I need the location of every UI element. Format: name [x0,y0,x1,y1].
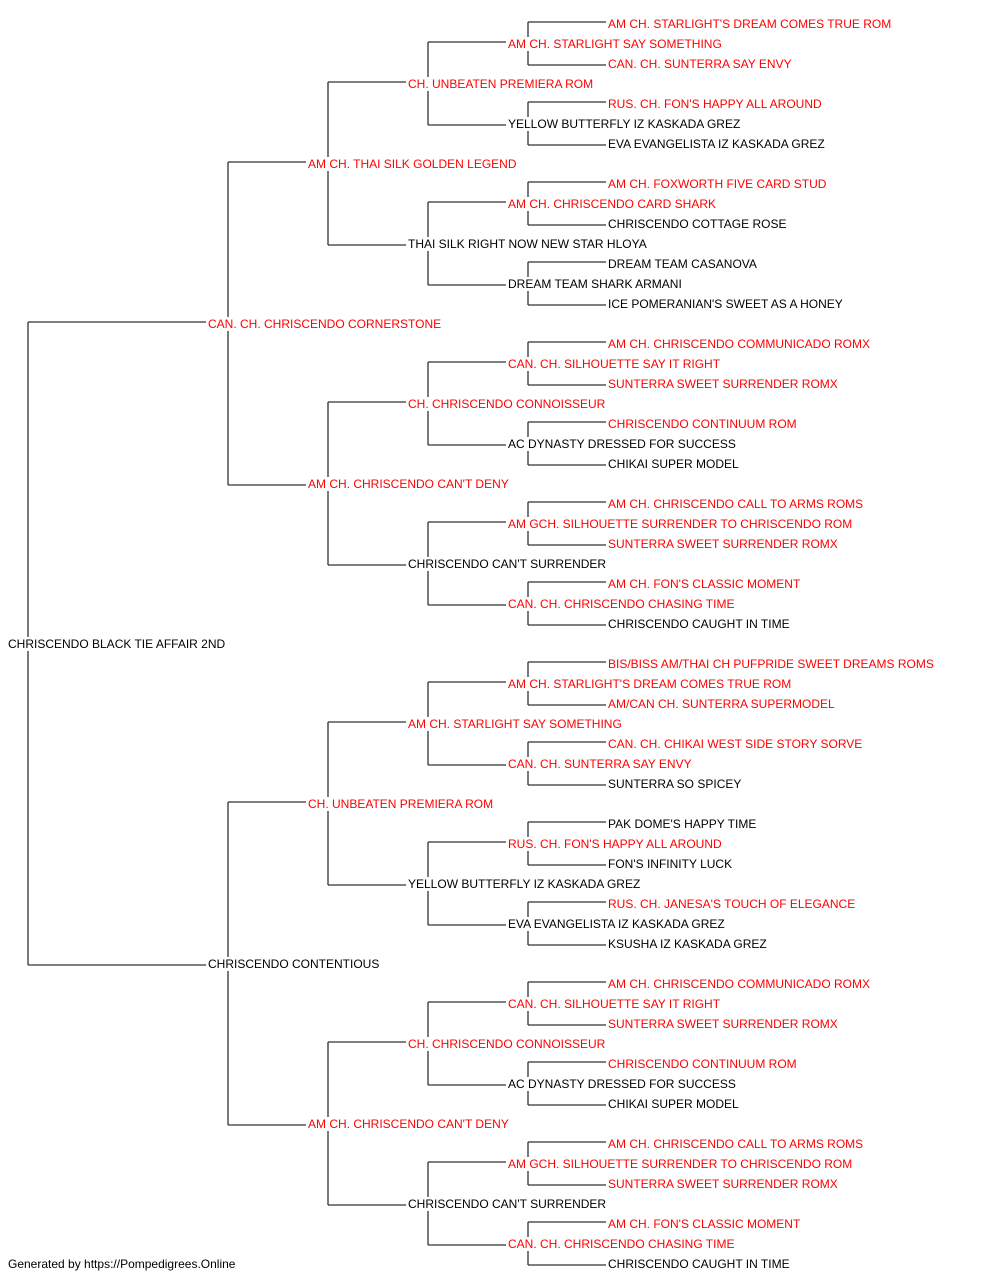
ggg-grandparent-name: CHRISCENDO CONTINUUM ROM [608,417,797,431]
ggg-grandparent-name: CHRISCENDO CONTINUUM ROM [608,1057,797,1071]
great-grandparent-name: AM CH. STARLIGHT SAY SOMETHING [408,717,622,731]
ggg-grandparent-name: AM/CAN CH. SUNTERRA SUPERMODEL [608,697,835,711]
ggg-grandparent-name: CHRISCENDO CAUGHT IN TIME [608,617,790,631]
grandparent-name: CH. UNBEATEN PREMIERA ROM [308,797,494,811]
gg-grandparent-name: CAN. CH. SILHOUETTE SAY IT RIGHT [508,997,721,1011]
gg-grandparent-name: EVA EVANGELISTA IZ KASKADA GREZ [508,917,725,931]
generated-by-footer: Generated by https://Pompedigrees.Online [8,1257,236,1271]
gg-grandparent-name: CAN. CH. CHRISCENDO CHASING TIME [508,1237,735,1251]
ggg-grandparent-name: CHRISCENDO CAUGHT IN TIME [608,1257,790,1271]
great-grandparent-name: THAI SILK RIGHT NOW NEW STAR HLOYA [408,237,647,251]
ggg-grandparent-name: AM CH. FON'S CLASSIC MOMENT [608,1217,801,1231]
ggg-grandparent-name: AM CH. FON'S CLASSIC MOMENT [608,577,801,591]
ggg-grandparent-name: ICE POMERANIAN'S SWEET AS A HONEY [608,297,843,311]
grandparent-name: AM CH. CHRISCENDO CAN'T DENY [308,1117,509,1131]
gg-grandparent-name: CAN. CH. SILHOUETTE SAY IT RIGHT [508,357,721,371]
gg-grandparent-name: DREAM TEAM SHARK ARMANI [508,277,682,291]
gg-grandparent-name: AM GCH. SILHOUETTE SURRENDER TO CHRISCEN… [508,517,853,531]
grandparent-name: AM CH. THAI SILK GOLDEN LEGEND [308,157,517,171]
ggg-grandparent-name: CHIKAI SUPER MODEL [608,1097,739,1111]
great-grandparent-name: CH. CHRISCENDO CONNOISSEUR [408,397,606,411]
gg-grandparent-name: CAN. CH. CHRISCENDO CHASING TIME [508,597,735,611]
ggg-grandparent-name: KSUSHA IZ KASKADA GREZ [608,937,767,951]
ggg-grandparent-name: EVA EVANGELISTA IZ KASKADA GREZ [608,137,825,151]
gg-grandparent-name: AM CH. STARLIGHT'S DREAM COMES TRUE ROM [508,677,792,691]
grandparent-name: AM CH. CHRISCENDO CAN'T DENY [308,477,509,491]
great-grandparent-name: CHRISCENDO CAN'T SURRENDER [408,1197,607,1211]
ggg-grandparent-name: SUNTERRA SWEET SURRENDER ROMX [608,377,838,391]
gg-grandparent-name: CAN. CH. SUNTERRA SAY ENVY [508,757,692,771]
ggg-grandparent-name: SUNTERRA SWEET SURRENDER ROMX [608,1177,838,1191]
gg-grandparent-name: AC DYNASTY DRESSED FOR SUCCESS [508,1077,736,1091]
great-grandparent-name: CH. UNBEATEN PREMIERA ROM [408,77,594,91]
ggg-grandparent-name: CAN. CH. SUNTERRA SAY ENVY [608,57,792,71]
gg-grandparent-name: YELLOW BUTTERFLY IZ KASKADA GREZ [508,117,741,131]
gg-grandparent-name: RUS. CH. FON'S HAPPY ALL AROUND [508,837,722,851]
gg-grandparent-name: AM GCH. SILHOUETTE SURRENDER TO CHRISCEN… [508,1157,853,1171]
ggg-grandparent-name: FON'S INFINITY LUCK [608,857,733,871]
ggg-grandparent-name: BIS/BISS AM/THAI CH PUFPRIDE SWEET DREAM… [608,657,934,671]
ggg-grandparent-name: CHRISCENDO COTTAGE ROSE [608,217,787,231]
ggg-grandparent-name: RUS. CH. JANESA'S TOUCH OF ELEGANCE [608,897,856,911]
parent-name: CHRISCENDO CONTENTIOUS [208,957,380,971]
ggg-grandparent-name: SUNTERRA SWEET SURRENDER ROMX [608,1017,838,1031]
great-grandparent-name: CHRISCENDO CAN'T SURRENDER [408,557,607,571]
ggg-grandparent-name: AM CH. CHRISCENDO COMMUNICADO ROMX [608,337,871,351]
ggg-grandparent-name: DREAM TEAM CASANOVA [608,257,757,271]
parent-name: CAN. CH. CHRISCENDO CORNERSTONE [208,317,442,331]
gg-grandparent-name: AM CH. CHRISCENDO CARD SHARK [508,197,717,211]
ggg-grandparent-name: RUS. CH. FON'S HAPPY ALL AROUND [608,97,822,111]
ggg-grandparent-name: AM CH. FOXWORTH FIVE CARD STUD [608,177,827,191]
ggg-grandparent-name: CHIKAI SUPER MODEL [608,457,739,471]
ggg-grandparent-name: SUNTERRA SWEET SURRENDER ROMX [608,537,838,551]
great-grandparent-name: CH. CHRISCENDO CONNOISSEUR [408,1037,606,1051]
ggg-grandparent-name: AM CH. STARLIGHT'S DREAM COMES TRUE ROM [608,17,892,31]
ggg-grandparent-name: SUNTERRA SO SPICEY [608,777,742,791]
gg-grandparent-name: AC DYNASTY DRESSED FOR SUCCESS [508,437,736,451]
ggg-grandparent-name: AM CH. CHRISCENDO COMMUNICADO ROMX [608,977,871,991]
great-grandparent-name: YELLOW BUTTERFLY IZ KASKADA GREZ [408,877,641,891]
ggg-grandparent-name: CAN. CH. CHIKAI WEST SIDE STORY SORVE [608,737,863,751]
ggg-grandparent-name: PAK DOME'S HAPPY TIME [608,817,757,831]
ggg-grandparent-name: AM CH. CHRISCENDO CALL TO ARMS ROMS [608,497,864,511]
ggg-grandparent-name: AM CH. CHRISCENDO CALL TO ARMS ROMS [608,1137,864,1151]
gg-grandparent-name: AM CH. STARLIGHT SAY SOMETHING [508,37,722,51]
subject-name: CHRISCENDO BLACK TIE AFFAIR 2ND [8,637,226,651]
